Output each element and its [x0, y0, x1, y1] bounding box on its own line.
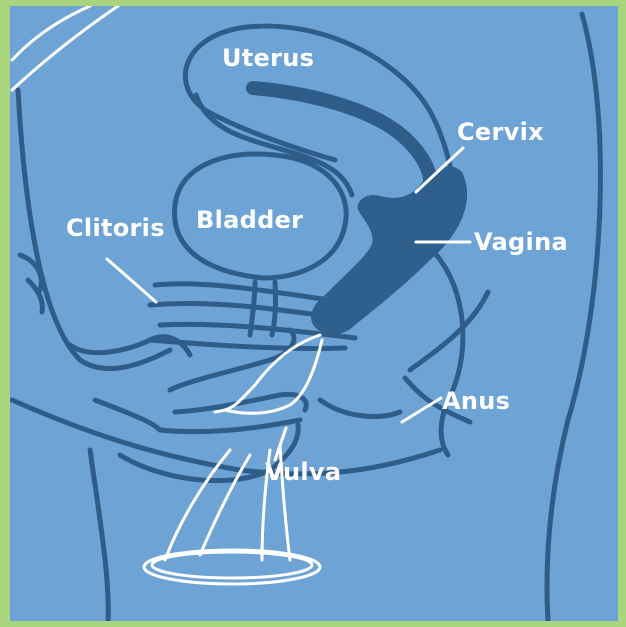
uterus-inner-wall	[196, 95, 352, 195]
uterine-cavity	[253, 88, 430, 180]
perineum	[320, 400, 400, 416]
pubic-line-1	[155, 284, 330, 300]
label-bladder: Bladder	[196, 206, 303, 234]
leader-anus	[402, 398, 441, 422]
leader-clitoris	[107, 259, 156, 302]
label-clitoris: Clitoris	[66, 214, 165, 242]
leg-outline	[90, 450, 108, 621]
label-cervix: Cervix	[457, 118, 544, 146]
buttock-curve-inner	[410, 292, 488, 370]
hand-finger-1	[170, 330, 294, 390]
mons-outline	[70, 337, 190, 355]
anatomy-illustration	[10, 6, 618, 621]
wrist	[95, 400, 160, 430]
cup-side-mid	[200, 455, 250, 555]
anatomy-panel: Uterus Cervix Bladder Clitoris Vagina An…	[10, 6, 618, 621]
label-vagina: Vagina	[474, 228, 568, 256]
label-uterus: Uterus	[222, 44, 314, 72]
hand-finger-3	[160, 420, 300, 432]
label-anus: Anus	[442, 387, 510, 415]
hand-finger-2	[175, 394, 306, 412]
label-vulva: Vulva	[265, 458, 341, 486]
back-outline	[547, 14, 600, 621]
